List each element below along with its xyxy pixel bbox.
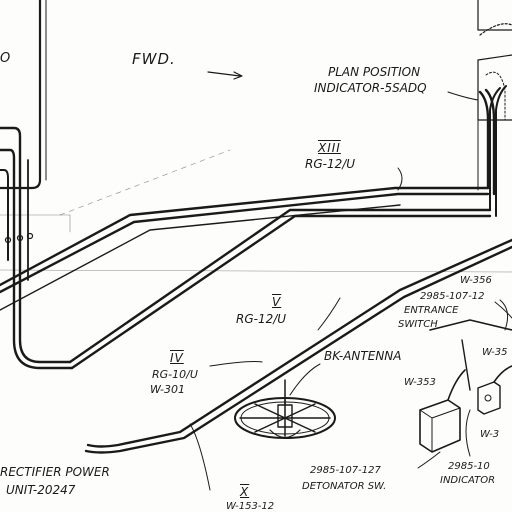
riser-1 (478, 90, 490, 190)
label-rectifier-1: RECTIFIER POWER (0, 465, 110, 479)
label-entrance-1: ENTRANCE (404, 305, 459, 316)
label-indicator-1: 2985-10 (448, 461, 490, 472)
leader-v (317, 297, 341, 331)
leader-antenna (289, 363, 321, 396)
label-fwd: FWD. (132, 50, 176, 68)
label-ppi-line2: INDICATOR-5SADQ (314, 81, 427, 95)
label-w356: W-356 (460, 275, 492, 286)
label-cable-xiii-number: XIII (318, 141, 341, 155)
dashed-guide-line (59, 149, 231, 216)
label-indicator-2: INDICATOR (440, 475, 496, 486)
ppi-hatching (479, 23, 512, 36)
leader-detonator (417, 451, 441, 469)
cable-lower-2 (84, 245, 512, 454)
riser-4 (495, 85, 507, 217)
leader-x (189, 423, 211, 491)
label-w353: W-353 (404, 377, 436, 388)
cable-main-3 (0, 186, 490, 287)
label-cable-v-number: V (272, 295, 282, 309)
leader-ppi (447, 91, 479, 101)
indicator-drawing (477, 365, 512, 415)
ppi-hatching (485, 71, 506, 121)
label-cable-x-type: W-153-12 (226, 501, 275, 512)
terminal-connectors (4, 204, 34, 244)
label-rectifier-2: UNIT-20247 (6, 483, 76, 497)
label-w3-partial: W-3 (480, 429, 500, 440)
label-entrance-2: SWITCH (398, 319, 438, 330)
label-cable-iv-type: RG-10/U (152, 368, 198, 381)
antenna-drawing (234, 379, 336, 439)
cable-main-4 (0, 192, 490, 294)
cable-left-2 (0, 148, 74, 370)
label-detonator-1: 2985-107-127 (310, 465, 381, 476)
construction-line (0, 269, 512, 273)
label-w35-partial: W-35 (482, 347, 508, 358)
fwd-arrow (207, 71, 241, 77)
ppi-box-top (477, 54, 512, 61)
label-cable-iv-number: IV (170, 351, 184, 365)
leader-indicator (465, 409, 471, 457)
cable-left-1 (0, 126, 72, 364)
ppi-top-box (477, 0, 512, 31)
fwd-arrowhead (233, 71, 243, 80)
label-cable-v-type: RG-12/U (236, 312, 287, 326)
entrance-detail (499, 299, 509, 331)
label-cable-x-number: X (240, 485, 250, 499)
label-cable-xiii-type: RG-12/U (305, 157, 356, 171)
label-part-top: 2985-107-12 (420, 291, 485, 302)
label-detonator-2: DETONATOR SW. (302, 481, 387, 492)
w353-wire (461, 339, 471, 391)
leader-iv (209, 361, 263, 367)
cable-main-5 (0, 204, 401, 311)
leader-entrance (494, 301, 512, 319)
label-bk-antenna: BK-ANTENNA (324, 349, 402, 363)
top-left-unit-outline (0, 0, 42, 190)
label-edge-o: O (0, 51, 11, 66)
label-ppi-line1: PLAN POSITION (328, 65, 421, 79)
detonator-switch-drawing (419, 369, 466, 453)
label-cable-iv-wire: W-301 (150, 383, 185, 396)
cable-lower-1 (86, 238, 512, 448)
cable-left-3 (0, 169, 9, 261)
riser-3 (489, 87, 501, 211)
leader-xiii (397, 167, 403, 191)
cable-main-1 (68, 208, 492, 364)
entrance-wire (429, 319, 512, 331)
